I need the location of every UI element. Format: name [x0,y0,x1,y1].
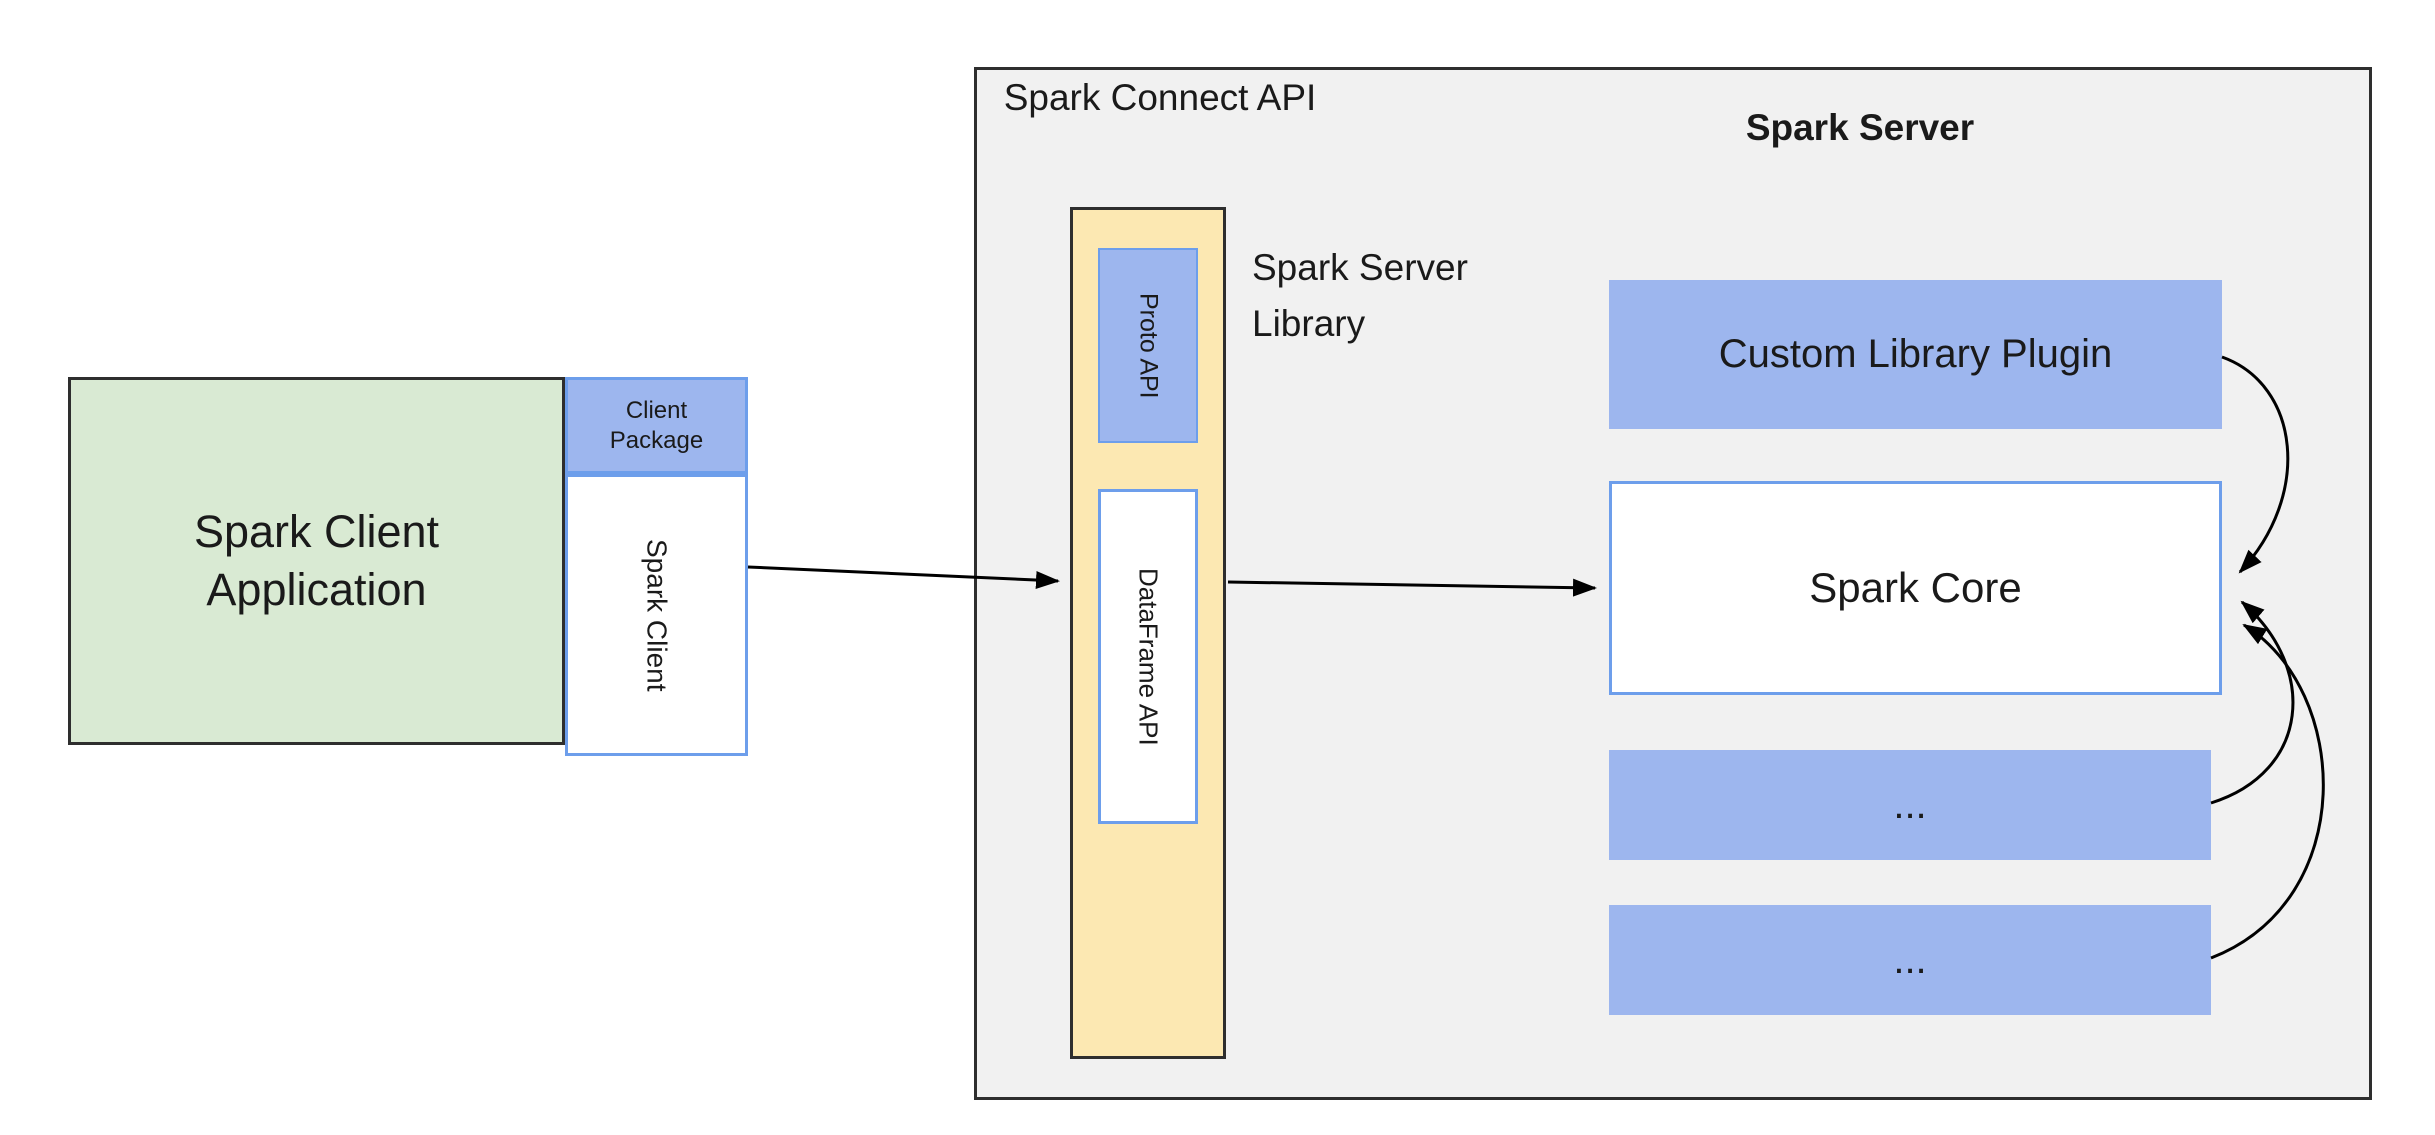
spark-connect-api-label: Spark Connect API [1003,77,1317,118]
spark-client-box: Spark Client [565,474,748,756]
spark-core-box: Spark Core [1609,481,2222,695]
spark-client-application-box: Spark Client Application [68,377,565,745]
spark-client-label: Spark Client [641,538,673,692]
more-plugins-box-1: ... [1609,750,2211,860]
proto-api-label: Proto API [1134,292,1163,399]
more-plugins-label-1: ... [1893,782,1927,827]
spark-server-title: Spark Server [1745,107,1975,148]
custom-library-plugin-box: Custom Library Plugin [1609,280,2222,429]
dataframe-api-label: DataFrame API [1133,567,1164,746]
custom-library-plugin-label: Custom Library Plugin [1718,332,2113,376]
more-plugins-box-2: ... [1609,905,2211,1015]
proto-api-box: Proto API [1098,248,1198,443]
dataframe-api-box: DataFrame API [1098,489,1198,824]
client-package-label: Client Package [609,396,704,454]
client-package-box: Client Package [565,377,748,474]
spark-client-application-label: Spark Client Application [193,505,440,616]
spark-core-label: Spark Core [1809,564,2022,611]
more-plugins-label-2: ... [1893,937,1927,982]
spark-server-library-label: Spark Server Library [1252,247,1468,344]
